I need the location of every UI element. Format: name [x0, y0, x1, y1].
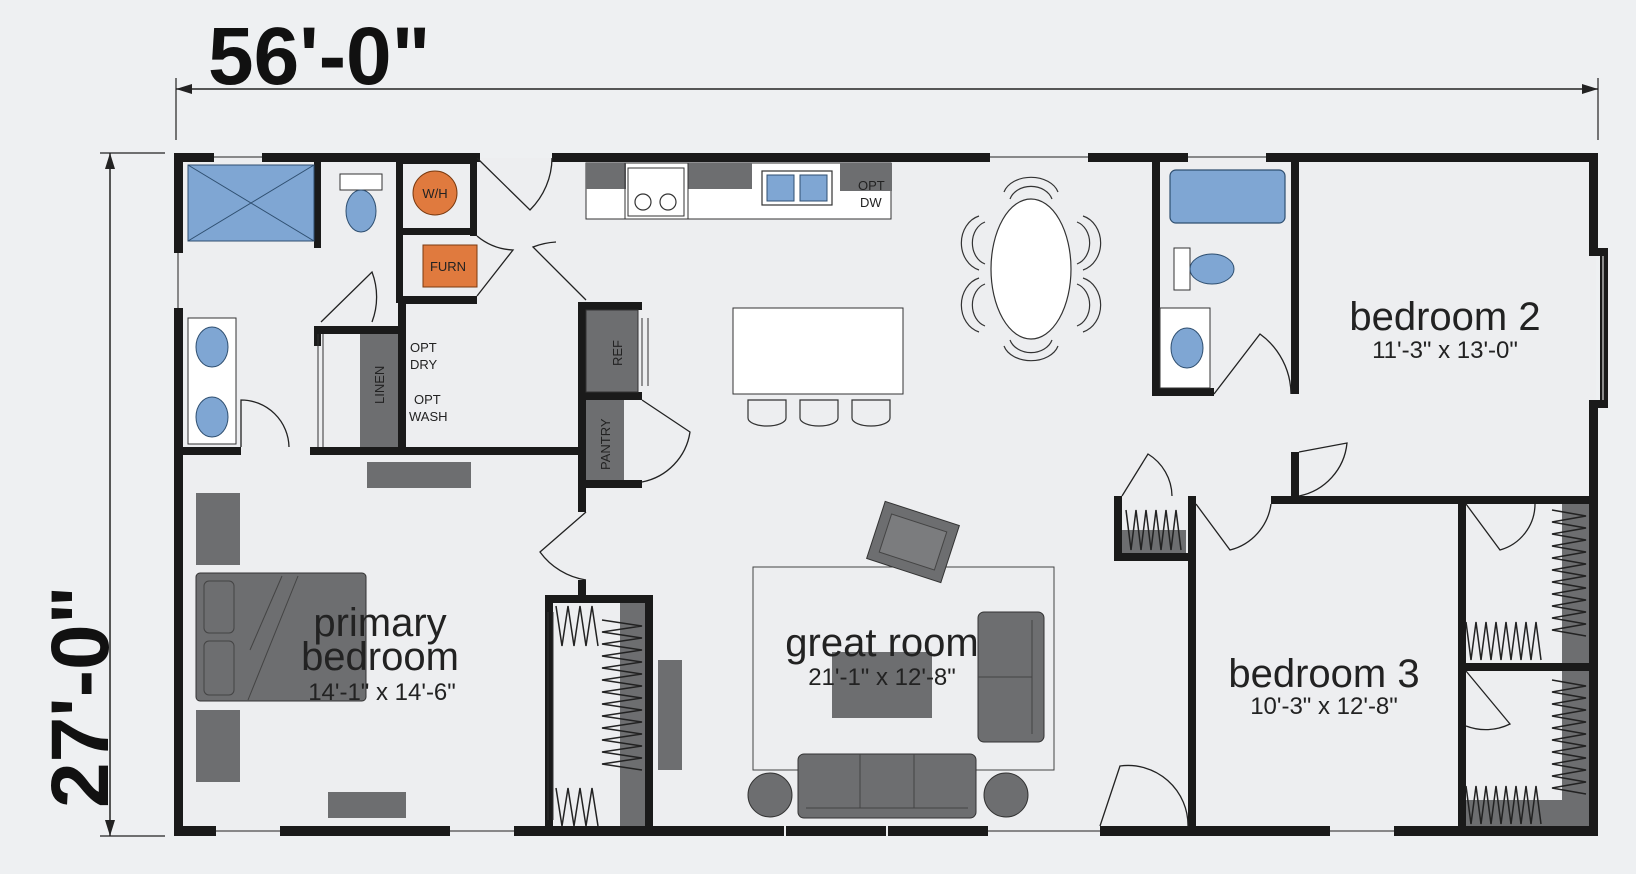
hall-vanity — [1159, 307, 1211, 389]
primary-bedroom-name-1: primary — [313, 601, 446, 645]
opt-wash-label-2: WASH — [409, 409, 448, 424]
water-heater-label: W/H — [422, 186, 447, 201]
primary-bed — [195, 572, 367, 702]
width-dimension-label: 56'-0" — [208, 11, 431, 102]
bedroom3-closet-lower — [1465, 671, 1589, 826]
primary-shower — [187, 164, 315, 242]
bedroom3-size: 10'-3" x 12'-8" — [1250, 693, 1398, 720]
range — [627, 167, 685, 217]
dining-table — [960, 176, 1102, 362]
depth-dimension-label: 27'-0" — [35, 586, 126, 809]
bedroom3-name: bedroom 3 — [1228, 652, 1419, 696]
coffee-table — [832, 652, 932, 718]
primary-bedroom-name-2: bedroom — [301, 635, 459, 679]
opt-dry-label-2: DRY — [410, 357, 438, 372]
end-tables — [747, 772, 1029, 818]
great-room-name: great room — [785, 621, 978, 665]
bedroom3-label: bedroom 3 10'-3" x 12'-8" — [1228, 652, 1419, 720]
sofa — [797, 753, 977, 819]
opt-wash-label-1: OPT — [414, 392, 441, 407]
bedroom2-label: bedroom 2 11'-3" x 13'-0" — [1349, 295, 1540, 364]
kitchen-island — [732, 307, 904, 427]
furnace-label: FURN — [430, 259, 466, 274]
primary-toilet — [339, 173, 383, 233]
armchair — [866, 500, 960, 584]
tv-console — [658, 660, 682, 770]
water-heater: W/H — [412, 170, 458, 216]
width-dimension: 56'-0" — [175, 11, 1599, 140]
hall-closet — [1122, 509, 1186, 553]
kitchen-sink — [761, 170, 833, 206]
refrigerator: REF — [585, 309, 649, 393]
opt-dw-label-2: DW — [860, 195, 882, 210]
linen-label: LINEN — [372, 366, 387, 404]
door-swings — [240, 157, 1536, 827]
great-room-size: 21'-1" x 12'-8" — [808, 664, 956, 691]
linen-closet: LINEN — [317, 334, 398, 447]
laundry-labels: OPT DRY OPT WASH — [409, 340, 448, 424]
hall-toilet — [1173, 247, 1235, 291]
primary-vanity — [187, 317, 237, 445]
bedroom2-name: bedroom 2 — [1349, 295, 1540, 339]
interior-walls — [183, 158, 1589, 831]
ref-label: REF — [610, 340, 625, 366]
hall-bathtub — [1169, 169, 1286, 224]
depth-dimension: 27'-0" — [35, 152, 165, 837]
opt-dry-label-1: OPT — [410, 340, 437, 355]
opt-dw-label-1: OPT — [858, 178, 885, 193]
dishwasher: OPT DW — [858, 178, 885, 210]
pantry: PANTRY — [586, 400, 624, 480]
primary-furniture — [196, 462, 471, 818]
primary-bedroom-size: 14'-1" x 14'-6" — [308, 679, 456, 706]
primary-closet — [547, 603, 645, 827]
loveseat — [977, 611, 1045, 743]
bedroom3-closet-upper — [1465, 504, 1589, 663]
primary-bedroom-label: primary bedroom 14'-1" x 14'-6" — [301, 601, 459, 706]
great-room-label: great room 21'-1" x 12'-8" — [785, 621, 978, 691]
bedroom2-size: 11'-3" x 13'-0" — [1372, 337, 1518, 364]
pantry-label: PANTRY — [598, 418, 613, 470]
furnace: FURN — [422, 244, 478, 288]
